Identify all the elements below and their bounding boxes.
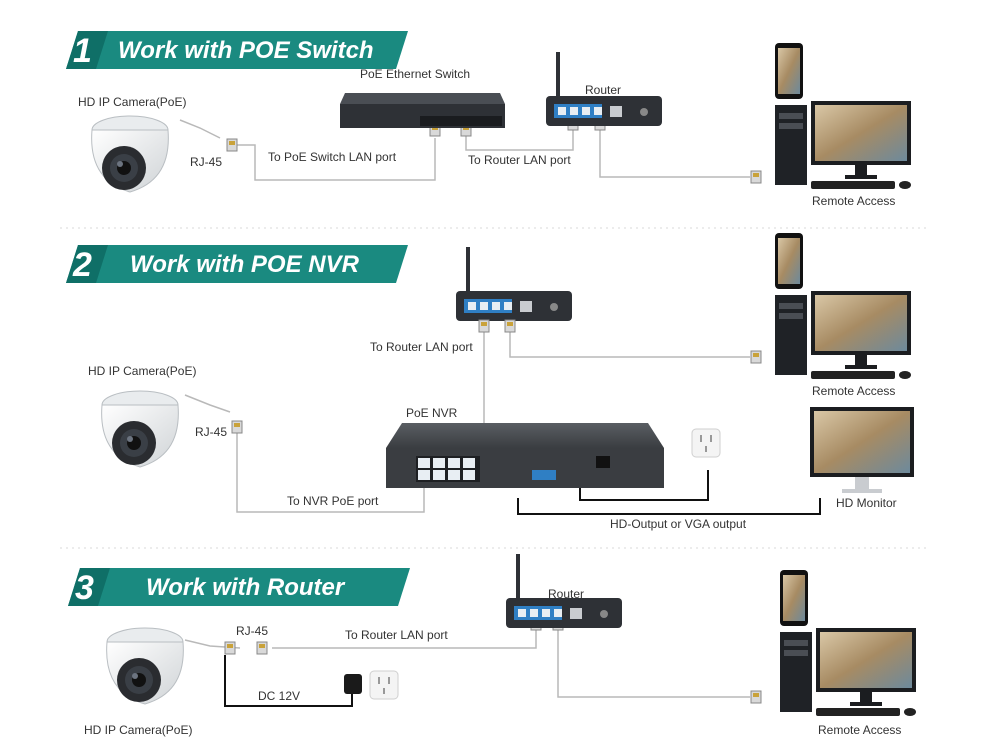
section-3-remote-pc — [780, 570, 916, 716]
section-2-rj45-connector — [231, 420, 243, 434]
section-3-rj45-connector — [256, 641, 268, 655]
section-2-hd-monitor — [810, 407, 914, 493]
section-2-monitor-label: HD Monitor — [836, 496, 897, 510]
section-1-to-switch-label: To PoE Switch LAN port — [268, 150, 397, 164]
section-3-remote-label: Remote Access — [818, 723, 901, 737]
section-1-poe-switch — [340, 93, 505, 128]
section-1-router-label: Router — [585, 83, 621, 97]
section-1-remote-pc — [775, 43, 911, 189]
section-3-remote-connector — [750, 690, 762, 704]
section-1: 1 Work with POE Switch HD IP Camera(PoE)… — [66, 31, 911, 208]
section-1-remote-label: Remote Access — [812, 194, 895, 208]
section-2-router-connector-a — [478, 319, 490, 333]
section-3-to-router-label: To Router LAN port — [345, 628, 448, 642]
section-2-number: 2 — [72, 246, 92, 284]
section-1-number: 1 — [73, 32, 92, 70]
section-2-power-outlet — [691, 428, 721, 458]
section-3-power-outlet — [369, 670, 399, 700]
section-2-remote-label: Remote Access — [812, 384, 895, 398]
section-1-camera — [91, 115, 169, 193]
section-2-remote-pc — [775, 233, 911, 379]
section-1-switch-label: PoE Ethernet Switch — [360, 67, 470, 81]
section-3-camera-connector — [224, 641, 236, 655]
section-3-cables — [184, 628, 750, 698]
section-2-remote-connector — [750, 350, 762, 364]
section-2-router — [456, 247, 572, 321]
section-2-power-cables — [517, 470, 821, 515]
section-2-banner: 2 Work with POE NVR — [66, 245, 408, 284]
section-1-title: Work with POE Switch — [118, 37, 374, 64]
section-2-nvr-label: PoE NVR — [406, 406, 458, 420]
section-2-camera-label: HD IP Camera(PoE) — [88, 364, 196, 378]
section-1-remote-connector — [750, 170, 762, 184]
section-3-camera — [106, 627, 184, 705]
section-2-to-nvr-label: To NVR PoE port — [287, 494, 379, 508]
section-1-cables — [179, 119, 750, 181]
section-3-title: Work with Router — [146, 574, 346, 601]
section-1-rj45-connector — [226, 138, 238, 152]
section-2-hd-output-label: HD-Output or VGA output — [610, 517, 747, 531]
section-1-to-router-label: To Router LAN port — [468, 153, 571, 167]
section-3-router-label: Router — [548, 587, 584, 601]
section-3-power-cable — [224, 655, 353, 707]
section-3-number: 3 — [75, 569, 94, 607]
section-3-banner: 3 Work with Router — [68, 568, 410, 607]
section-2-poe-nvr — [386, 423, 664, 488]
section-3: 3 Work with Router RJ-45 To Router LAN p… — [68, 554, 916, 737]
section-1-rj45-label: RJ-45 — [190, 155, 222, 169]
section-3-camera-label: HD IP Camera(PoE) — [84, 723, 192, 737]
section-3-dc-label: DC 12V — [258, 689, 300, 703]
section-2: 2 Work with POE NVR — [66, 233, 914, 531]
section-2-title: Work with POE NVR — [130, 251, 360, 278]
section-2-to-router-label: To Router LAN port — [370, 340, 473, 354]
section-1-camera-label: HD IP Camera(PoE) — [78, 95, 186, 109]
section-2-camera — [101, 390, 179, 468]
section-3-power-adapter — [344, 674, 362, 694]
section-2-router-connector-b — [504, 319, 516, 333]
section-2-rj45-label: RJ-45 — [195, 425, 227, 439]
section-3-rj45-label: RJ-45 — [236, 624, 268, 638]
section-1-banner: 1 Work with POE Switch — [66, 31, 408, 70]
